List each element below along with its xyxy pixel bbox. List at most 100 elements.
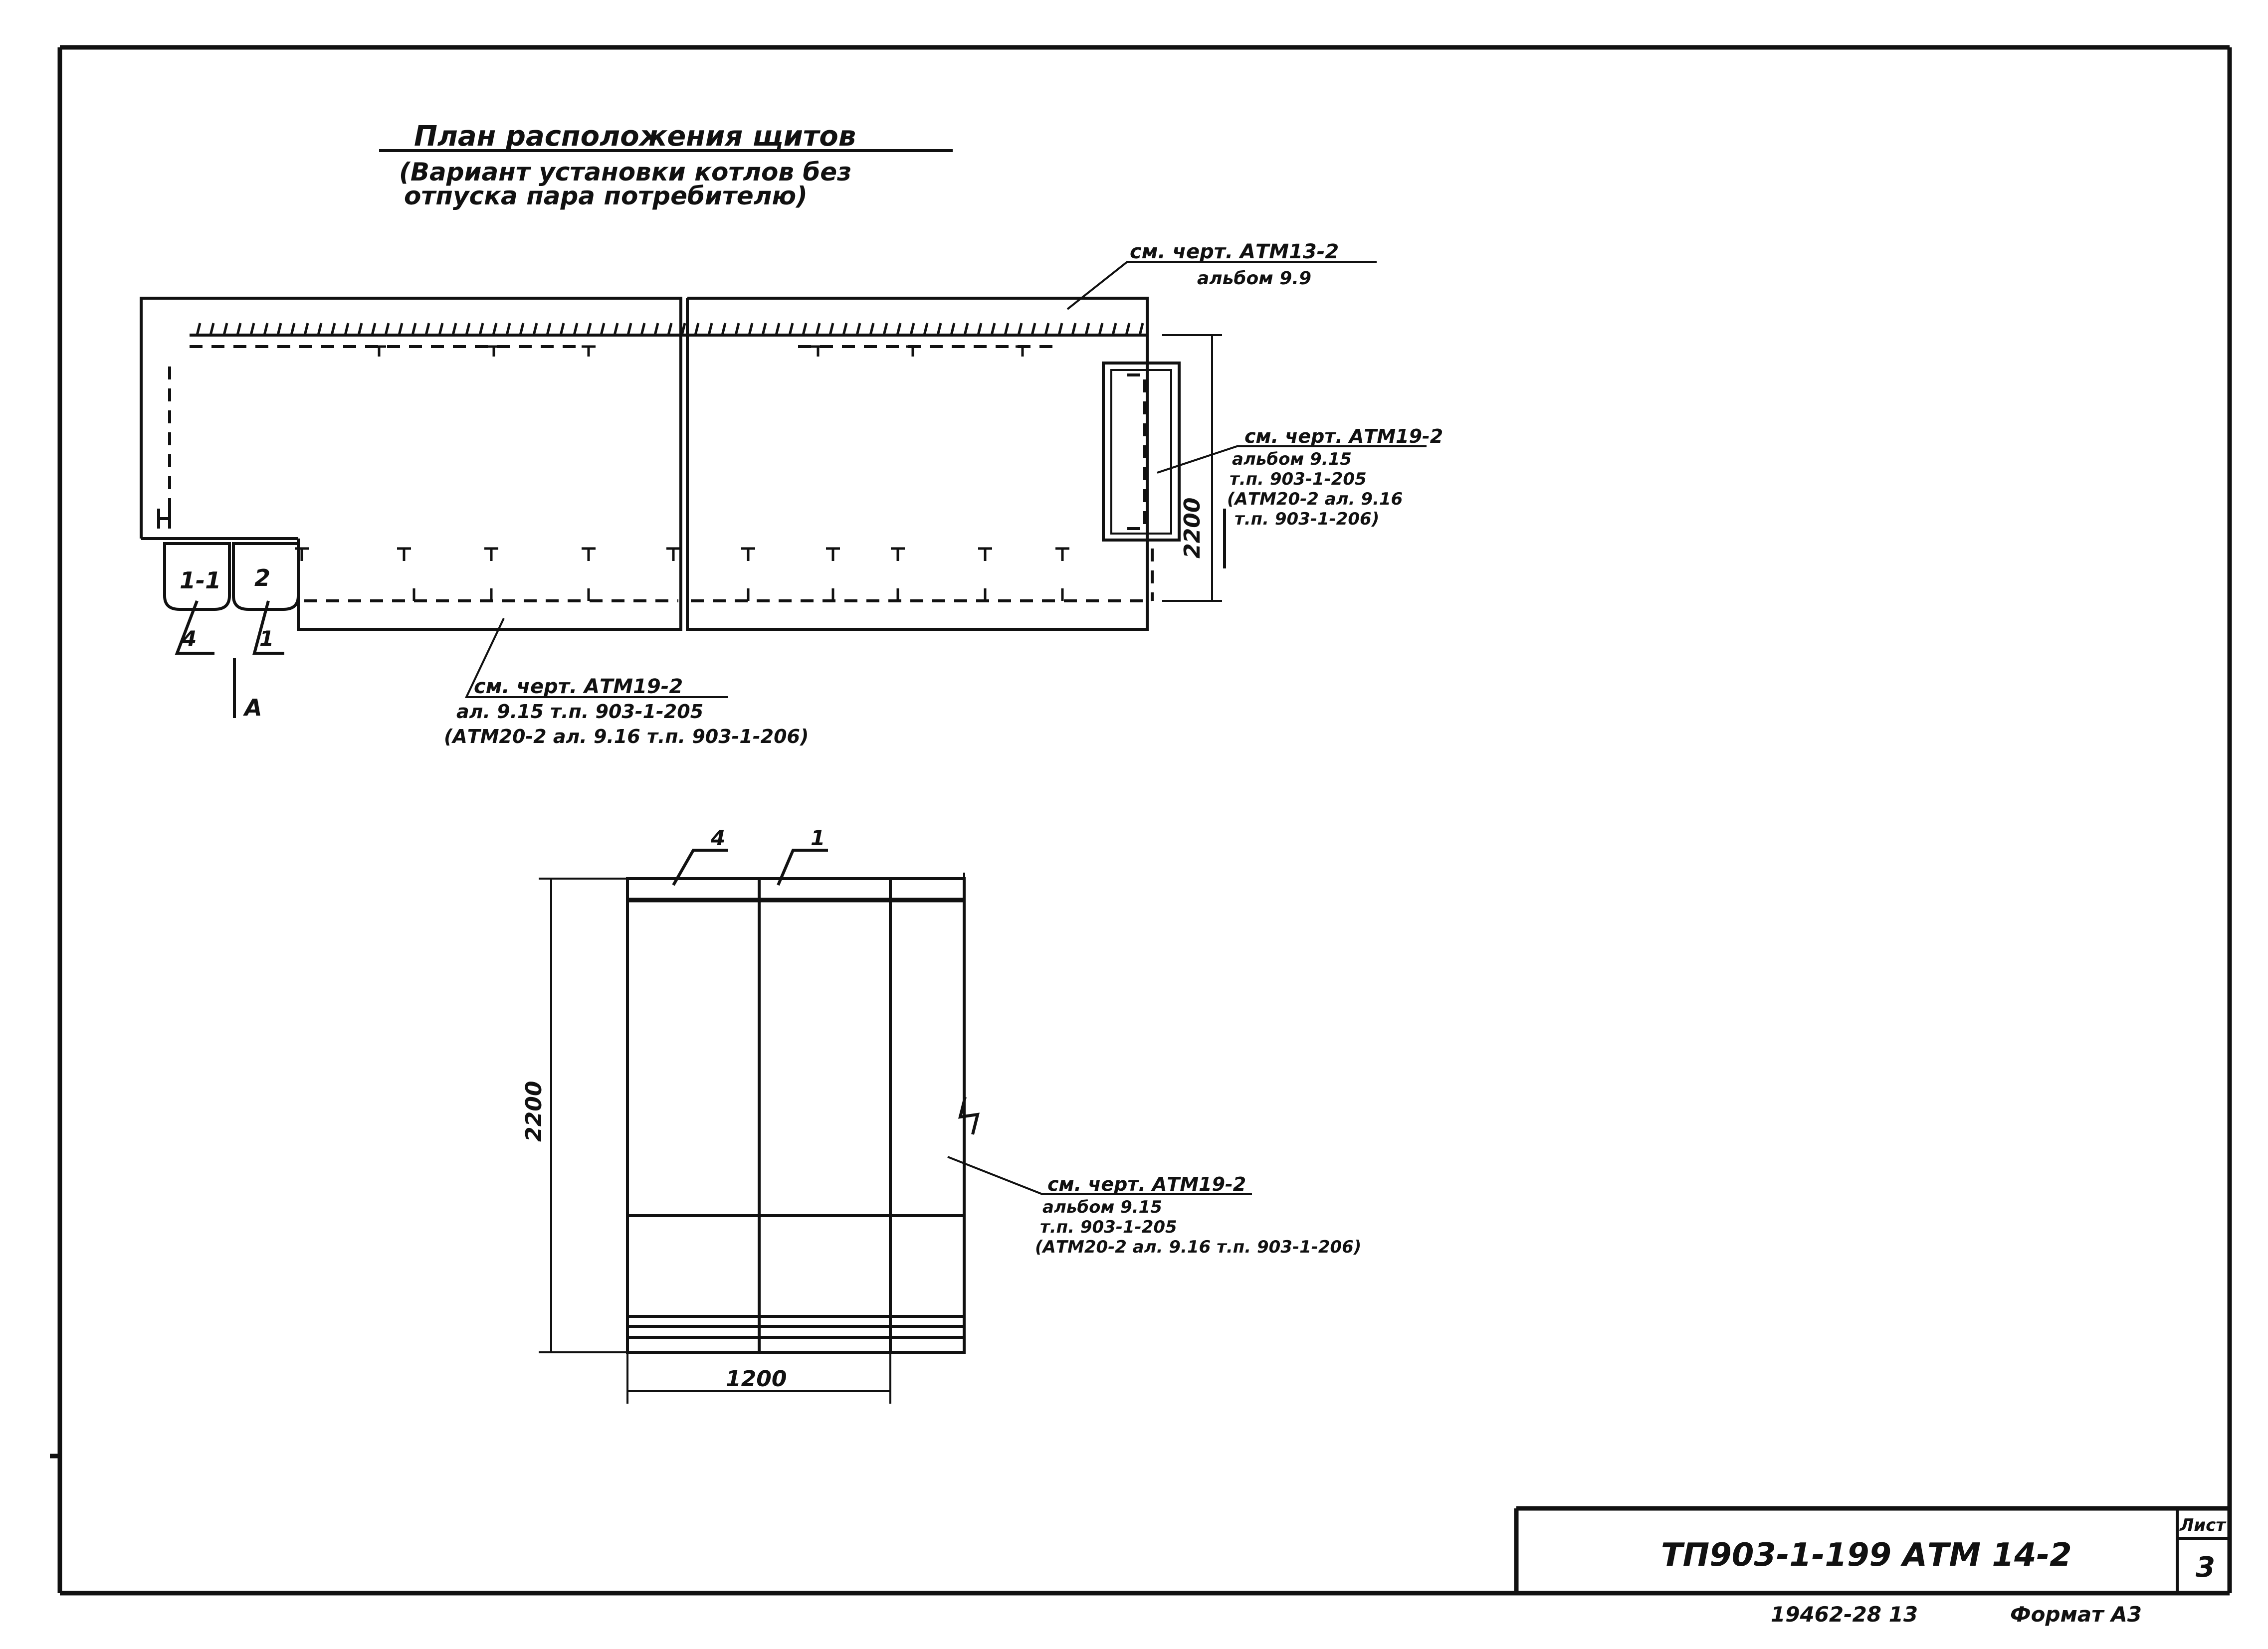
hatch-tick: [451, 323, 457, 336]
plan-panel-marks: [157, 345, 1069, 601]
hatch-tick: [802, 323, 808, 336]
plan-room-left: [140, 297, 682, 631]
footer-inventory: 19462-28 13: [1771, 1602, 1918, 1627]
hatch-tick: [546, 323, 552, 336]
footer: 19462-28 13 Формат А3: [1771, 1602, 2142, 1627]
hatch-tick: [505, 323, 511, 336]
plan-wall-hatch-ticks: [196, 323, 1144, 336]
hatch-tick: [290, 323, 296, 336]
plan-room-right: [686, 297, 1149, 631]
hatch-tick: [330, 323, 336, 336]
hatch-tick: [492, 323, 498, 336]
hatch-tick: [532, 323, 538, 336]
hatch-tick: [1017, 323, 1023, 336]
hatch-tick: [680, 323, 686, 336]
hatch-tick: [573, 323, 579, 336]
hatch-tick: [855, 323, 861, 336]
hatch-tick: [344, 323, 350, 336]
panel-2: [232, 542, 300, 611]
hatch-tick: [640, 323, 646, 336]
hatch-tick: [909, 323, 915, 336]
callout-top-line2: альбом 9.9: [1197, 268, 1311, 289]
hatch-tick: [842, 323, 848, 336]
plan-leader-1: 1: [259, 626, 274, 651]
hatch-tick: [1031, 323, 1036, 336]
hatch-tick: [438, 323, 444, 336]
hatch-tick: [1125, 323, 1131, 336]
hatch-tick: [667, 323, 673, 336]
hatch-tick: [694, 323, 700, 336]
hatch-tick: [950, 323, 956, 336]
hatch-tick: [1084, 323, 1090, 336]
plan-title-line1: План расположения щитов: [414, 120, 856, 153]
sheet-frame: [50, 45, 2232, 1596]
hatch-tick: [209, 323, 215, 336]
plan-title-line2: (Вариант установки котлов без: [399, 158, 851, 186]
callout-elev-line4: (АТМ20-2 ал. 9.16 т.п. 903-1-206): [1035, 1237, 1361, 1257]
hatch-tick: [1057, 323, 1063, 336]
callout-top: см. черт. АТМ13-2 альбом 9.9: [1066, 240, 1377, 310]
title-block-sheet-number: 3: [2196, 1551, 2215, 1584]
hatch-tick: [815, 323, 821, 336]
hatch-tick: [222, 323, 228, 336]
plan-leader-4: 4: [182, 626, 197, 651]
hatch-tick: [357, 323, 363, 336]
hatch-tick: [1111, 323, 1117, 336]
plan-panel-right: [1102, 362, 1181, 542]
hatch-tick: [613, 323, 619, 336]
callout-bottom-line3: (АТМ20-2 ал. 9.16 т.п. 903-1-206): [444, 726, 809, 747]
hatch-tick: [600, 323, 606, 336]
callout-right-line1: см. черт. АТМ19-2: [1244, 425, 1443, 447]
plan-title: План расположения щитов (Вариант установ…: [379, 120, 953, 210]
hatch-tick: [249, 323, 255, 336]
elevation-view: 4 1 2200 1200: [521, 826, 980, 1404]
hatch-tick: [896, 323, 902, 336]
hatch-tick: [303, 323, 309, 336]
callout-right-line4: (АТМ20-2 ал. 9.16: [1227, 489, 1403, 509]
panel-label-1-1: 1-1: [180, 567, 221, 594]
hatch-tick: [465, 323, 471, 336]
plan-view: 2200 1-1 2 4 1 А: [140, 297, 1226, 721]
callout-elev-line3: т.п. 903-1-205: [1040, 1217, 1177, 1237]
hatch-tick: [586, 323, 592, 336]
callout-right-line2: альбом 9.15: [1232, 449, 1352, 469]
hatch-tick: [384, 323, 390, 336]
hatch-tick: [1098, 323, 1104, 336]
hatch-tick: [424, 323, 430, 336]
hatch-tick: [1004, 323, 1010, 336]
hatch-tick: [734, 323, 740, 336]
footer-format: Формат А3: [2010, 1602, 2142, 1627]
elevation-outline: [626, 877, 966, 1354]
view-marker-a: А: [243, 694, 262, 721]
hatch-tick: [653, 323, 659, 336]
hatch-tick: [371, 323, 377, 336]
callout-right-line5: т.п. 903-1-206): [1235, 509, 1379, 529]
hatch-tick: [788, 323, 794, 336]
title-block-sheet-label: Лист: [2179, 1515, 2227, 1535]
hatch-tick: [761, 323, 767, 336]
title-block: ТП903-1-199 АТМ 14-2 Лист 3: [1514, 1506, 2230, 1593]
hatch-tick: [559, 323, 565, 336]
hatch-tick: [1044, 323, 1050, 336]
hatch-tick: [317, 323, 323, 336]
hatch-tick: [411, 323, 417, 336]
elev-dim-height: 2200: [521, 1081, 547, 1142]
callout-elev: см. черт. АТМ19-2 альбом 9.15 т.п. 903-1…: [947, 1156, 1361, 1257]
hatch-tick: [828, 323, 834, 336]
hatch-tick: [977, 323, 983, 336]
elev-leader-4: 4: [710, 826, 725, 850]
hatch-tick: [748, 323, 754, 336]
hatch-tick: [721, 323, 727, 336]
hatch-tick: [236, 323, 242, 336]
hatch-tick: [923, 323, 929, 336]
hatch-tick: [626, 323, 632, 336]
hatch-tick: [398, 323, 404, 336]
callout-elev-line2: альбом 9.15: [1042, 1197, 1162, 1217]
hatch-tick: [1071, 323, 1077, 336]
plan-dim-height: 2200: [1180, 498, 1205, 558]
elev-dim-width: 1200: [726, 1366, 787, 1392]
hatch-tick: [1138, 323, 1144, 336]
panel-1-1: [163, 542, 231, 611]
hatch-tick: [276, 323, 282, 336]
